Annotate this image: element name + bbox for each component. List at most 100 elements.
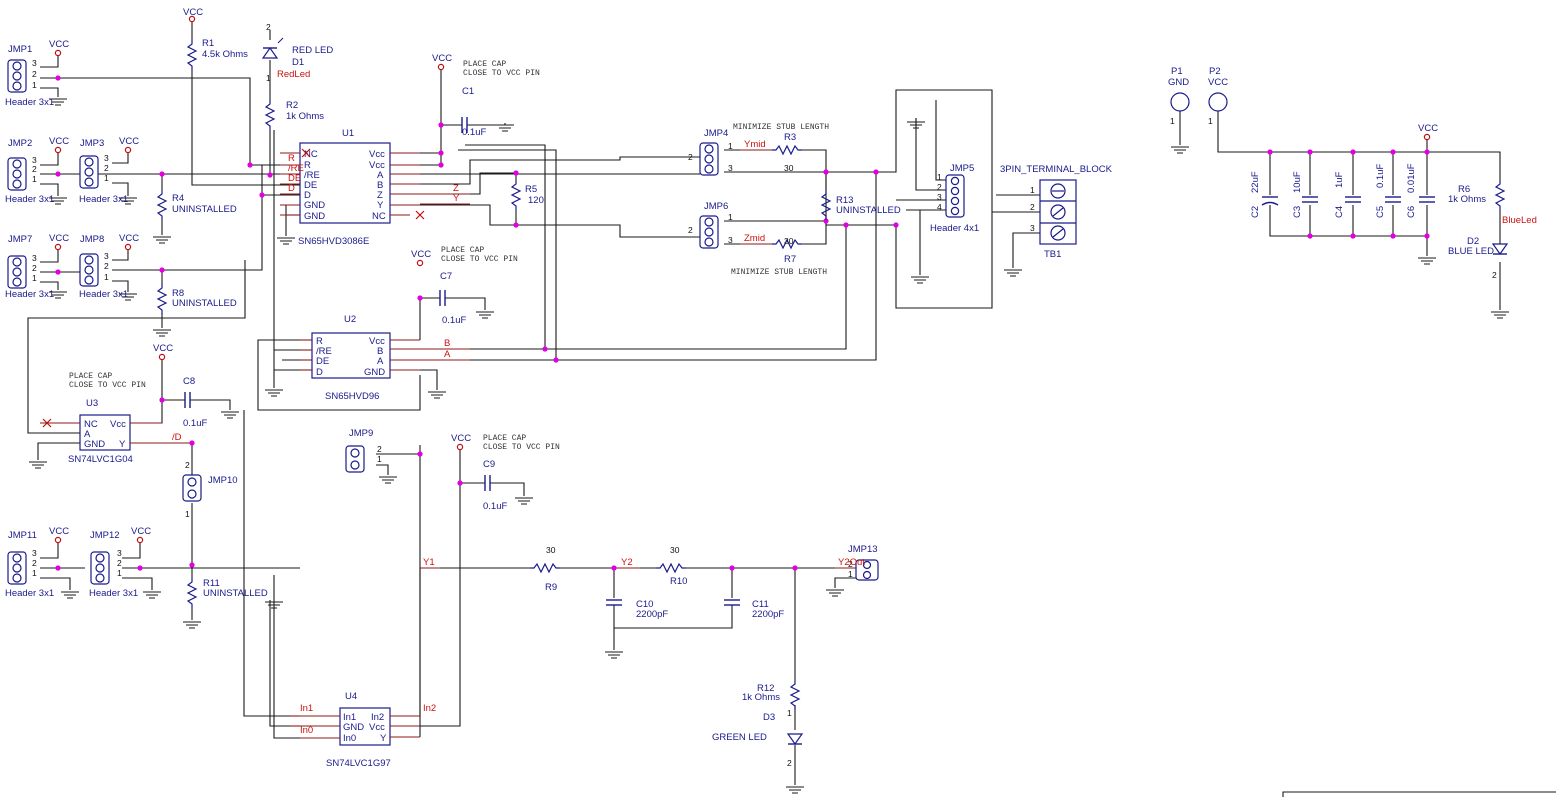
tb1-label: TB1 <box>1044 249 1061 260</box>
u2-transceiver[interactable]: U2 SN65HVD96 R /RE DE D Vcc B A GND <box>300 314 420 402</box>
pin-label: In1 <box>343 712 356 723</box>
net-label: B <box>444 338 450 349</box>
c3[interactable]: C3 10uF <box>1292 171 1319 218</box>
vcc-label: VCC <box>432 53 452 64</box>
pin-number: 1 <box>848 569 853 579</box>
r1-value: 4.5k Ohms <box>202 49 248 60</box>
u4-logic-gate[interactable]: U4 SN74LVC1G97 In1 GND In0 In2 Vcc Y <box>300 691 420 769</box>
c10[interactable]: C10 2200pF <box>605 599 668 620</box>
vcc-label: VCC <box>49 233 69 244</box>
r11[interactable]: R11 UNINSTALLED <box>187 577 268 609</box>
jmp5[interactable]: JMP5 Header 4x1 1 2 3 4 <box>930 163 979 234</box>
vcc-label: VCC <box>49 526 69 537</box>
r5[interactable]: R5 120 <box>511 179 544 211</box>
c4[interactable]: C4 1uF <box>1334 171 1362 218</box>
r1[interactable]: R1 4.5k Ohms <box>187 38 248 71</box>
net-label: Z <box>453 183 459 194</box>
c7[interactable]: C7 0.1uF <box>439 271 466 326</box>
net-label: Zmid <box>744 233 765 244</box>
jmp10-label: JMP10 <box>208 475 238 486</box>
p1-gnd-pin[interactable]: P1 GND 1 <box>1168 66 1190 126</box>
p2-label: P2 <box>1209 66 1221 77</box>
pin-number: 2 <box>1492 270 1497 280</box>
c8[interactable]: C8 0.1uF <box>183 376 207 429</box>
jmp9[interactable]: JMP9 2 1 <box>345 428 382 473</box>
c5[interactable]: C5 0.1uF <box>1375 164 1402 218</box>
u3-inverter[interactable]: U3 SN74LVC1G04 NC A GND Vcc Y <box>40 398 162 465</box>
pin-number: 1 <box>104 272 109 282</box>
r7-value: 30 <box>784 236 794 246</box>
pin-label: A <box>377 170 384 181</box>
vcc-label: VCC <box>49 136 69 147</box>
pin-label: In2 <box>371 712 384 723</box>
r7[interactable]: 30 R7 <box>771 236 803 265</box>
d2-blue-led[interactable]: BlueLed D2 BLUE LED 2 <box>1448 215 1537 280</box>
pin-label: In0 <box>343 733 356 744</box>
note-text: CLOSE TO VCC PIN <box>441 255 518 264</box>
jmp13[interactable]: JMP13 2 1 <box>848 544 879 581</box>
r4[interactable]: R4 UNINSTALLED <box>157 189 237 221</box>
jmp7[interactable]: JMP7 Header 3x1 3 2 1 <box>5 234 54 300</box>
net-label: In1 <box>300 703 313 714</box>
jmp12[interactable]: JMP12 Header 3x1 3 2 1 <box>89 530 138 599</box>
pin-label: Z <box>377 190 383 201</box>
pin-number: 1 <box>728 141 733 151</box>
jmp2-label: JMP2 <box>8 138 32 149</box>
pin-label: GND <box>304 211 325 222</box>
r10[interactable]: 30 R10 <box>655 545 687 587</box>
pin-label: NC <box>84 419 98 430</box>
u1-transceiver[interactable]: U1 SN65HVD3086E NC R /RE DE D GND GND Vc… <box>280 128 425 247</box>
net-label: R <box>288 153 295 164</box>
r5-value: 120 <box>528 195 544 206</box>
tb1-terminal-block[interactable]: 3PIN_TERMINAL_BLOCK TB1 1 2 3 <box>1000 164 1113 260</box>
pin-label: Vcc <box>110 419 126 430</box>
r12[interactable]: R12 1k Ohms <box>742 679 800 711</box>
pin-number: 1 <box>32 174 37 184</box>
r9[interactable]: 30 R9 <box>529 545 561 593</box>
r2[interactable]: R2 1k Ohms <box>265 99 324 131</box>
note-text: CLOSE TO VCC PIN <box>463 69 540 78</box>
jmp7-label: JMP7 <box>8 234 32 245</box>
jmp11[interactable]: JMP11 Header 3x1 3 2 1 <box>5 530 54 599</box>
c11[interactable]: C11 2200pF <box>723 599 784 620</box>
r7-label: R7 <box>784 254 796 265</box>
pin-number: 1 <box>1030 185 1035 195</box>
c1[interactable]: C1 0.1uF <box>461 86 486 138</box>
jmp8[interactable]: JMP8 Header 3x1 3 2 1 <box>79 234 128 300</box>
pin-label: Y <box>119 439 126 450</box>
vcc-label: VCC <box>49 39 69 50</box>
jmp1-part: Header 3x1 <box>5 97 54 108</box>
c2[interactable]: C2 22uF <box>1250 171 1279 218</box>
net-redled: RedLed <box>277 69 310 80</box>
c10-label: C10 <box>636 599 653 610</box>
pin-label: DE <box>316 356 329 367</box>
d1-red-led[interactable]: RED LED D1 RedLed 2 1 <box>262 22 333 83</box>
jmp2[interactable]: JMP2 Header 3x1 3 2 1 <box>5 138 54 205</box>
c5-label: C5 <box>1375 206 1386 218</box>
r3[interactable]: R3 30 <box>771 132 803 173</box>
r8[interactable]: R8 UNINSTALLED <box>157 283 237 315</box>
p2-vcc-pin[interactable]: P2 VCC 1 <box>1208 66 1228 126</box>
jmp4[interactable]: JMP4 2 1 3 <box>688 128 733 176</box>
pin-number: 2 <box>937 182 942 192</box>
net-labels: R /RE DE D Z Y B A Ymid Zmid /D In1 In0 … <box>172 139 865 736</box>
pin-number: 1 <box>937 172 942 182</box>
d3-green-led[interactable]: D3 GREEN LED 1 2 <box>712 708 803 768</box>
jmp10[interactable]: JMP10 2 1 <box>182 460 238 519</box>
c6[interactable]: C6 0.01uF <box>1406 163 1436 218</box>
r3-value: 30 <box>784 163 794 173</box>
jmp3[interactable]: JMP3 Header 3x1 3 2 1 <box>79 138 128 205</box>
c9[interactable]: C9 0.1uF <box>483 459 507 512</box>
c5-value: 0.1uF <box>1375 164 1386 188</box>
jmp1[interactable]: JMP1 Header 3x1 3 2 1 <box>5 44 54 108</box>
pin-number: 1 <box>728 212 733 222</box>
r13[interactable]: R13 UNINSTALLED <box>821 189 901 221</box>
jmp6[interactable]: JMP6 2 1 3 <box>688 201 733 249</box>
jmp3-part: Header 3x1 <box>79 194 128 205</box>
vcc-label: VCC <box>411 249 431 260</box>
c7-value: 0.1uF <box>442 315 466 326</box>
c3-label: C3 <box>1292 206 1303 218</box>
r12-label: R12 <box>757 683 774 694</box>
r6[interactable]: R6 1k Ohms <box>1448 179 1505 211</box>
jmp7-part: Header 3x1 <box>5 289 54 300</box>
